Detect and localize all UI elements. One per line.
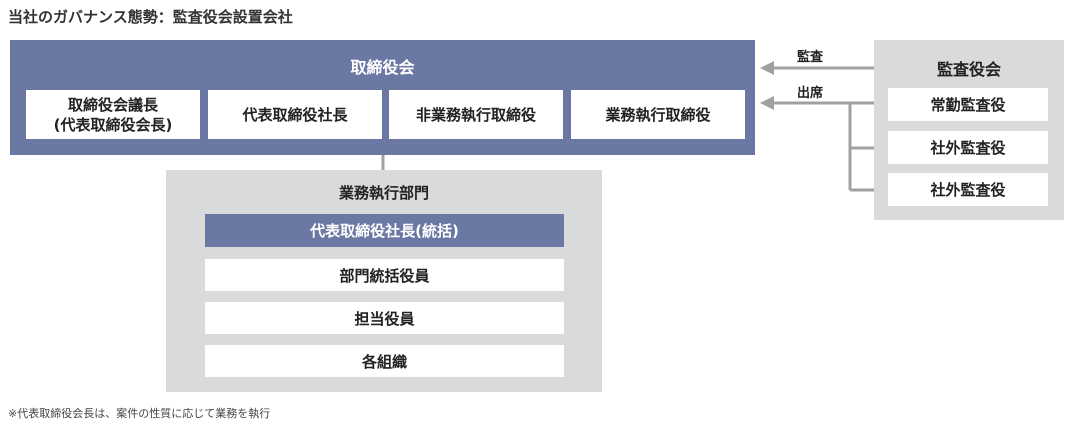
board-member-president: 代表取締役社長 <box>208 90 382 139</box>
audit-member-fulltime: 常勤監査役 <box>888 88 1048 121</box>
audit-arrow-label: 監査 <box>797 50 824 65</box>
execution-row-division-officers: 部門統括役員 <box>205 259 564 291</box>
audit-member-outside-2: 社外監査役 <box>888 173 1048 206</box>
board-member-executive-label: 業務執行取締役 <box>605 105 711 124</box>
board-title: 取締役会 <box>350 58 415 77</box>
board-member-president-label: 代表取締役社長 <box>242 105 348 124</box>
execution-division-title: 業務執行部門 <box>338 184 429 202</box>
audit-member-outside-1: 社外監査役 <box>888 131 1048 164</box>
attend-arrow-label: 出席 <box>797 86 824 101</box>
page-title: 当社のガバナンス態勢：監査役会設置会社 <box>8 8 293 26</box>
execution-row-responsible-officers: 担当役員 <box>205 302 564 334</box>
audit-board-title: 監査役会 <box>936 60 1001 79</box>
board-member-chair-line2: (代表取締役会長) <box>53 115 173 134</box>
audit-arrow-head <box>760 61 774 75</box>
board-member-non-executive: 非業務執行取締役 <box>389 90 563 139</box>
execution-president-bar: 代表取締役社長(統括) <box>205 214 564 247</box>
attend-arrow-head <box>760 96 774 110</box>
execution-row-organizations: 各組織 <box>205 345 564 377</box>
board-member-non-executive-label: 非業務執行取締役 <box>415 105 536 124</box>
footnote: ※代表取締役会長は、案件の性質に応じて業務を執行 <box>8 407 271 420</box>
board-member-executive: 業務執行取締役 <box>571 90 745 139</box>
board-member-chair-line1: 取締役会議長 <box>67 95 158 114</box>
board-member-chair: 取締役会議長 (代表取締役会長) <box>26 90 200 139</box>
